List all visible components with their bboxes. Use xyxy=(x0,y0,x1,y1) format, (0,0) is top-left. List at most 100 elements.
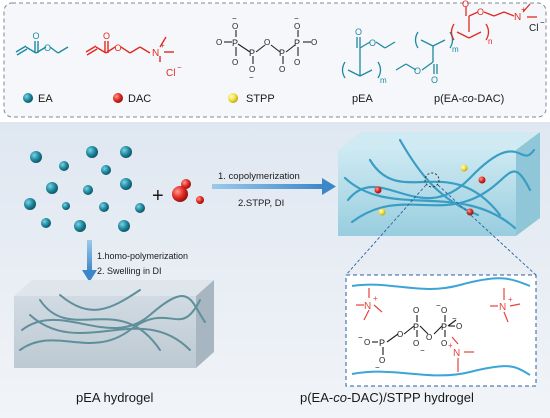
stpp-oxide-top-left: O xyxy=(232,22,238,31)
inset-stpp-o7: O xyxy=(441,306,447,315)
embedded-dac xyxy=(466,208,474,216)
ea-sphere xyxy=(135,203,145,213)
stpp-oxide-mid-1-charge: − xyxy=(249,73,254,82)
copolymer-oxygen-4: O xyxy=(477,7,484,17)
inset-stpp-o9: O xyxy=(456,322,462,331)
copolymer-subscript-n: n xyxy=(488,37,492,46)
dac-ester-oxygen: O xyxy=(115,43,122,53)
stpp-phosphorus-1: P xyxy=(232,38,238,48)
copolymer-structure xyxy=(395,3,537,74)
embedded-stpp xyxy=(378,208,386,216)
embedded-dac xyxy=(374,186,382,194)
inset-ammonium-groups xyxy=(356,288,521,372)
inset-stpp-p3: P xyxy=(441,322,447,332)
zoom-line-right xyxy=(437,184,537,276)
stpp-oxide-bottom-right: O xyxy=(294,58,300,67)
inset-nitrogen-1-charge: + xyxy=(373,294,378,303)
inset-stpp-o8: O xyxy=(441,339,447,348)
copolymer-oxygen-3: O xyxy=(462,0,469,9)
embedded-dac xyxy=(478,176,486,184)
stpp-oxide-top-right-charge: − xyxy=(294,14,299,23)
step-homo-polymerization: 1.homo-polymerization xyxy=(97,251,188,261)
ea-sphere xyxy=(41,218,51,228)
stpp-oxide-top-right: O xyxy=(294,22,300,31)
pea-chains xyxy=(19,289,206,351)
copolymer-oxygen-1: O xyxy=(414,66,421,76)
pea-hydrogel-label: pEA hydrogel xyxy=(76,390,153,405)
ea-sphere xyxy=(62,202,70,210)
ea-sphere xyxy=(46,182,58,194)
ea-sphere xyxy=(101,165,111,175)
inset-stpp-o5: O xyxy=(413,306,419,315)
dac-carbonyl-oxygen: O xyxy=(103,31,110,41)
pea-hydrogel-block xyxy=(14,280,214,368)
dac-sphere xyxy=(196,196,204,204)
inset-nitrogen-1: N xyxy=(364,301,371,312)
stpp-oxide-mid-2: O xyxy=(279,65,285,74)
pea-polymer-structure xyxy=(341,37,396,79)
ea-sphere xyxy=(74,220,86,232)
step-swelling-in-di: 2. Swelling in DI xyxy=(97,266,162,276)
inset-stpp-p2: P xyxy=(413,322,419,332)
ea-sphere xyxy=(99,202,109,212)
plus-sign: + xyxy=(152,185,164,207)
legend-copolymer-label: p(EA-co-DAC) xyxy=(434,93,504,105)
legend-ea-label: EA xyxy=(38,93,53,105)
stpp-oxide-bottom-left: O xyxy=(232,58,238,67)
inset-stpp-o6: O xyxy=(413,339,419,348)
copolymer-hydrogel-label: p(EA-co-DAC)/STPP hydrogel xyxy=(300,390,474,405)
inset-stpp-o4-charge: − xyxy=(358,333,363,342)
dac-counterion: Cl xyxy=(166,68,175,79)
inset-nitrogen-2: N xyxy=(499,302,506,313)
inset-nitrogen-3-charge: + xyxy=(448,341,453,350)
inset-nitrogen-2-charge: + xyxy=(508,295,513,304)
copolymer-nitrogen: N xyxy=(514,12,521,23)
ea-sphere xyxy=(83,185,93,195)
copolymer-chains xyxy=(343,138,536,230)
ea-sphere xyxy=(118,220,130,232)
legend-pea-label: pEA xyxy=(352,93,373,105)
dac-nitrogen-charge: + xyxy=(160,41,165,50)
ea-sphere xyxy=(86,146,98,158)
ea-monomer-cluster xyxy=(24,146,145,232)
copolymer-nitrogen-charge: + xyxy=(521,5,526,14)
legend-stpp-dot xyxy=(228,93,238,103)
dac-monomer-cluster xyxy=(172,179,204,204)
inset-stpp-o9-charge: − xyxy=(452,314,457,323)
copolymer-counterion-charge: − xyxy=(540,18,545,27)
zoom-line-left xyxy=(345,184,427,276)
stpp-oxide-mid-1: O xyxy=(249,65,255,74)
stpp-oxide-top-left-charge: − xyxy=(232,14,237,23)
pea-ester-oxygen: O xyxy=(369,38,376,48)
legend-stpp-label: STPP xyxy=(246,93,275,105)
copolymerization-arrow xyxy=(212,178,336,195)
dac-nitrogen: N xyxy=(152,48,159,59)
inset-nitrogen-3: N xyxy=(453,348,460,359)
legend-dac-label: DAC xyxy=(128,93,151,105)
homopolymerization-arrow xyxy=(82,240,97,282)
stpp-phosphorus-3: P xyxy=(279,48,285,58)
step-copolymerization: 1. copolymerization xyxy=(218,171,300,182)
ea-sphere xyxy=(120,146,132,158)
ea-sphere xyxy=(30,151,42,163)
dac-counterion-charge: − xyxy=(177,63,182,72)
stpp-phosphorus-2: P xyxy=(249,48,255,58)
inset-stpp-p1: P xyxy=(379,338,385,348)
dac-sphere xyxy=(181,179,191,189)
stpp-oxide-right: O xyxy=(311,38,317,47)
zoom-focus-circle xyxy=(424,172,440,188)
legend-dac-dot xyxy=(113,93,123,103)
stpp-phosphorus-4: P xyxy=(294,38,300,48)
ea-monomer-structure xyxy=(15,41,69,56)
pea-subscript-m: m xyxy=(380,76,387,85)
step-stpp-di: 2.STPP, DI xyxy=(238,198,284,209)
inset-stpp-o6-charge: − xyxy=(420,346,425,355)
stpp-bridge-oxygen-1: O xyxy=(264,38,270,47)
dac-monomer-structure xyxy=(85,36,174,62)
copolymer-subscript-m: m xyxy=(452,45,459,54)
legend-panel xyxy=(3,2,547,118)
inset-stpp-o3: O xyxy=(379,356,385,365)
embedded-stpp xyxy=(460,164,468,172)
